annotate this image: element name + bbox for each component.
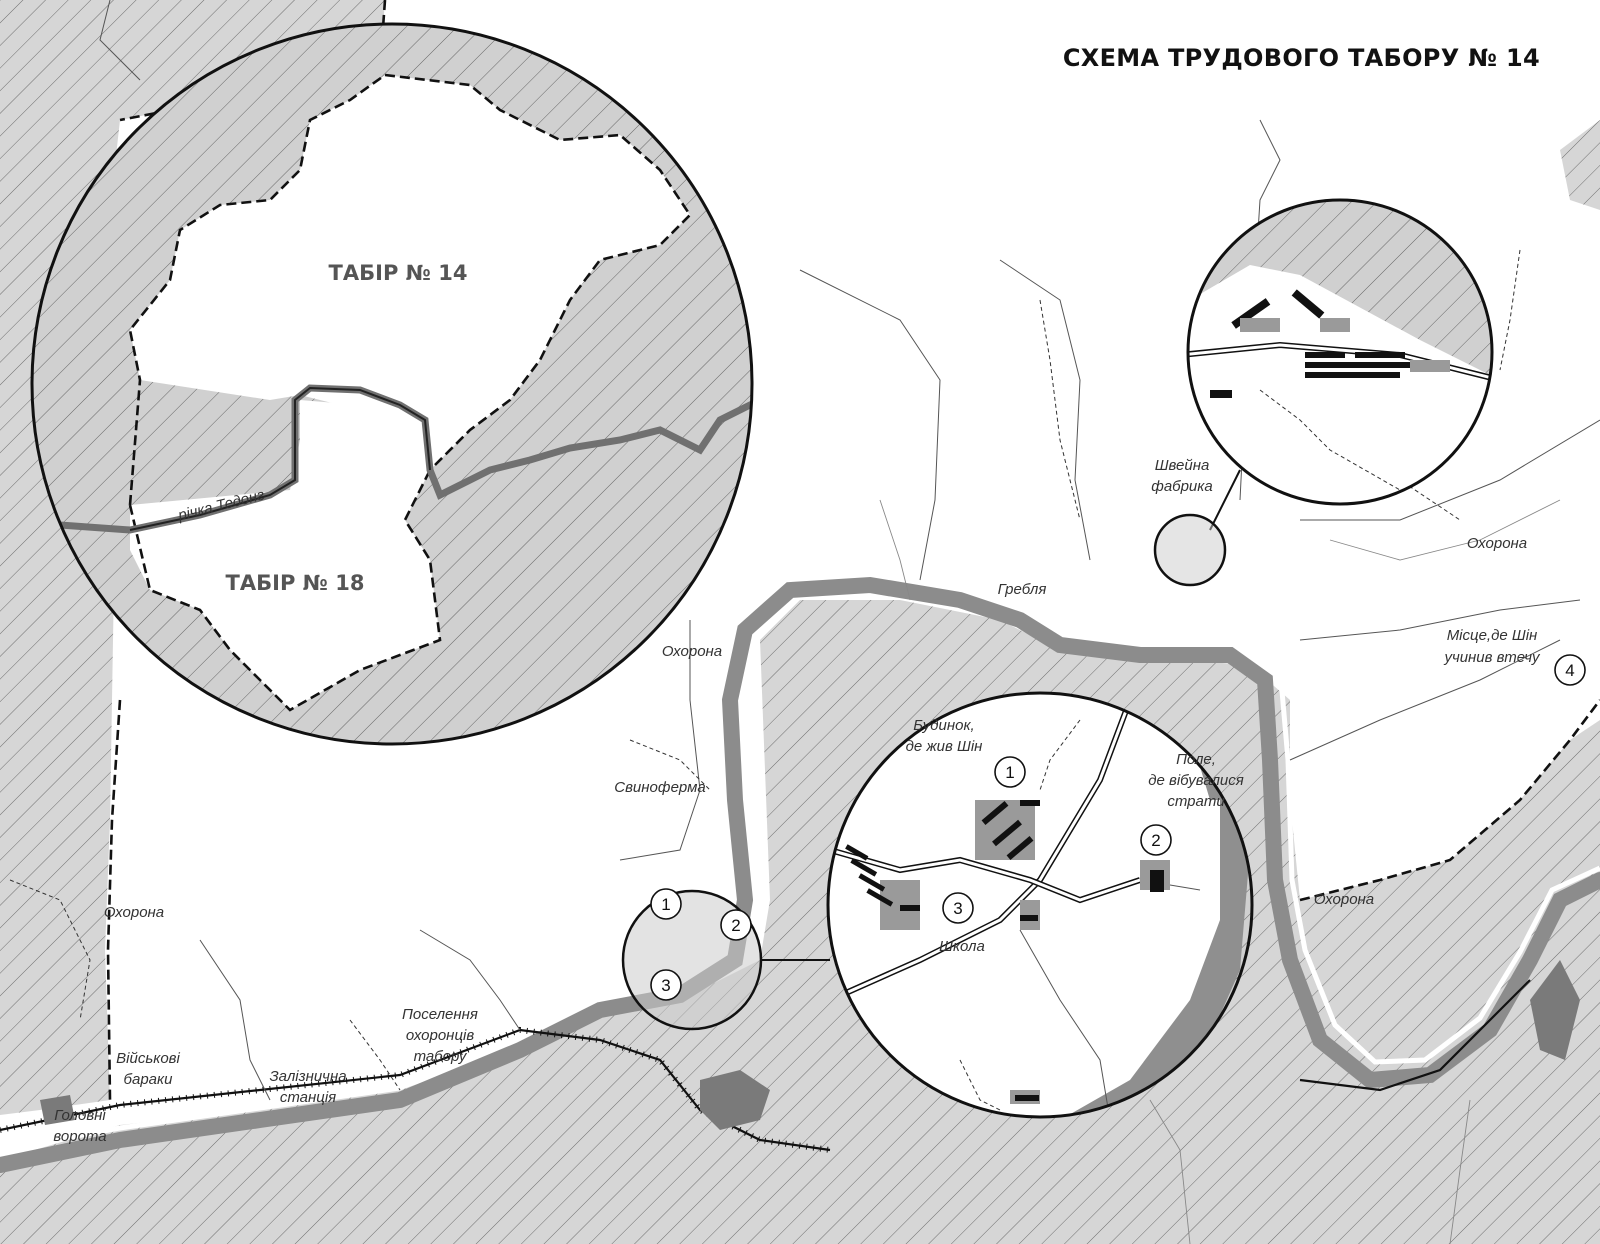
house-label-line2: де жив Шін — [906, 738, 983, 755]
trail-3 — [629, 739, 711, 791]
gate-label-line2: ворота — [53, 1128, 106, 1145]
barracks-label-line1: Військові — [116, 1050, 180, 1067]
stream-5 — [1449, 1099, 1471, 1244]
camp18-area — [130, 400, 440, 710]
svg-text:1: 1 — [1005, 763, 1014, 782]
stream-4 — [1149, 1099, 1191, 1244]
inset-factory-connector — [1209, 469, 1241, 531]
svg-text:3: 3 — [953, 899, 962, 918]
station-label-line1: Залізнична — [269, 1068, 346, 1085]
camp18-label: ТАБІР № 18 — [226, 571, 365, 595]
field-label-line1: Поле, — [1176, 751, 1216, 768]
settlement-patch-1 — [700, 1070, 770, 1130]
river-tedong-core — [129, 386, 431, 531]
inset-factory-hatch — [1188, 200, 1492, 380]
guard-mid-label: Охорона — [662, 643, 722, 660]
camp14-area — [130, 75, 690, 470]
road-main-2 — [999, 259, 1091, 561]
svg-text:4: 4 — [1565, 661, 1574, 680]
inset-factory-trail — [1259, 389, 1401, 491]
inset-village-frame — [826, 691, 1254, 1119]
road-main-9 — [619, 620, 701, 861]
inset-large: ТАБІР № 14 ТАБІР № 18 річка Тедонг — [30, 22, 754, 746]
svg-text:2: 2 — [1151, 831, 1160, 850]
road-main-1 — [799, 269, 941, 581]
road-main-5 — [1300, 419, 1600, 521]
factory-label-line2: фабрика — [1151, 478, 1212, 495]
trail-5 — [349, 1019, 401, 1091]
road-main-4 — [1299, 599, 1581, 641]
svg-text:2: 2 — [731, 916, 740, 935]
escape-label-line2: учинив втечу — [1443, 649, 1541, 666]
gate-label-line1: Головні — [54, 1107, 106, 1124]
road-main-7 — [199, 939, 271, 1101]
guard-top-label: Охорона — [1467, 535, 1527, 552]
stream-2 — [879, 499, 911, 601]
road-main-10 — [99, 0, 141, 81]
settlement-label-line2: охоронців — [406, 1027, 475, 1044]
trail-6 — [1499, 249, 1521, 371]
stream-1 — [1329, 499, 1561, 561]
factory-label-line1: Швейна — [1155, 457, 1210, 474]
field-label-line2: де вібувалися — [1148, 772, 1244, 789]
guard-right-label: Охорона — [1314, 891, 1374, 908]
river-main — [0, 576, 1600, 1173]
road-main-6 — [1289, 639, 1561, 761]
outside-area-bottom — [0, 600, 1600, 1244]
settlement-patch-3 — [40, 1095, 75, 1125]
inset-village-trail-1 — [1039, 719, 1081, 791]
guard-left-label: Охорона — [104, 904, 164, 921]
house-label-line1: Будинок, — [913, 717, 974, 734]
camp14-label: ТАБІР № 14 — [329, 261, 468, 285]
marker-1-small: 1 — [650, 888, 682, 920]
map-title: СХЕМА ТРУДОВОГО ТАБОРУ № 14 — [1063, 44, 1540, 72]
inset-village-buildings — [845, 800, 1164, 1101]
svg-text:3: 3 — [661, 976, 670, 995]
inset-factory-frame — [1186, 198, 1494, 506]
camp14-border — [128, 73, 692, 506]
trail-4 — [9, 879, 91, 1021]
field-label-line3: страти — [1167, 793, 1225, 810]
inset-factory-grey-blocks — [1240, 318, 1450, 372]
svg-text:1: 1 — [661, 895, 670, 914]
camp18-border — [128, 469, 442, 712]
trail-1 — [1039, 299, 1081, 521]
barracks-label-line2: бараки — [124, 1071, 174, 1088]
escape-label-line1: Місце,де Шін — [1447, 627, 1538, 644]
school-label: Школа — [939, 938, 985, 955]
settlement-label-line3: табору — [414, 1048, 468, 1065]
marker-3-inset: 3 — [942, 892, 974, 924]
inset-village-trail-2 — [959, 1059, 1001, 1111]
marker-2-small: 2 — [720, 909, 752, 941]
marker-1-inset: 1 — [994, 756, 1026, 788]
settlement-patch-2 — [1530, 960, 1580, 1060]
inset-large-frame — [30, 22, 754, 746]
inset-village-road-2-inner — [829, 848, 1141, 902]
outside-area-top-right — [1560, 120, 1600, 210]
marker-3-small: 3 — [650, 969, 682, 1001]
road-main-8 — [419, 929, 521, 1031]
inset-factory — [1153, 198, 1494, 587]
settlement-label-line1: Поселення — [402, 1006, 478, 1023]
marker-2-inset: 2 — [1140, 824, 1172, 856]
marker-4: 4 — [1554, 654, 1586, 686]
factory-locator-circle — [1153, 513, 1227, 587]
station-label-line2: станція — [280, 1089, 336, 1106]
inset-village-road-3 — [1019, 929, 1111, 1117]
river-main-bank-right — [1160, 637, 1600, 1065]
dam-label: Гребля — [998, 581, 1047, 598]
pig-farm-label: Свиноферма — [614, 779, 705, 796]
